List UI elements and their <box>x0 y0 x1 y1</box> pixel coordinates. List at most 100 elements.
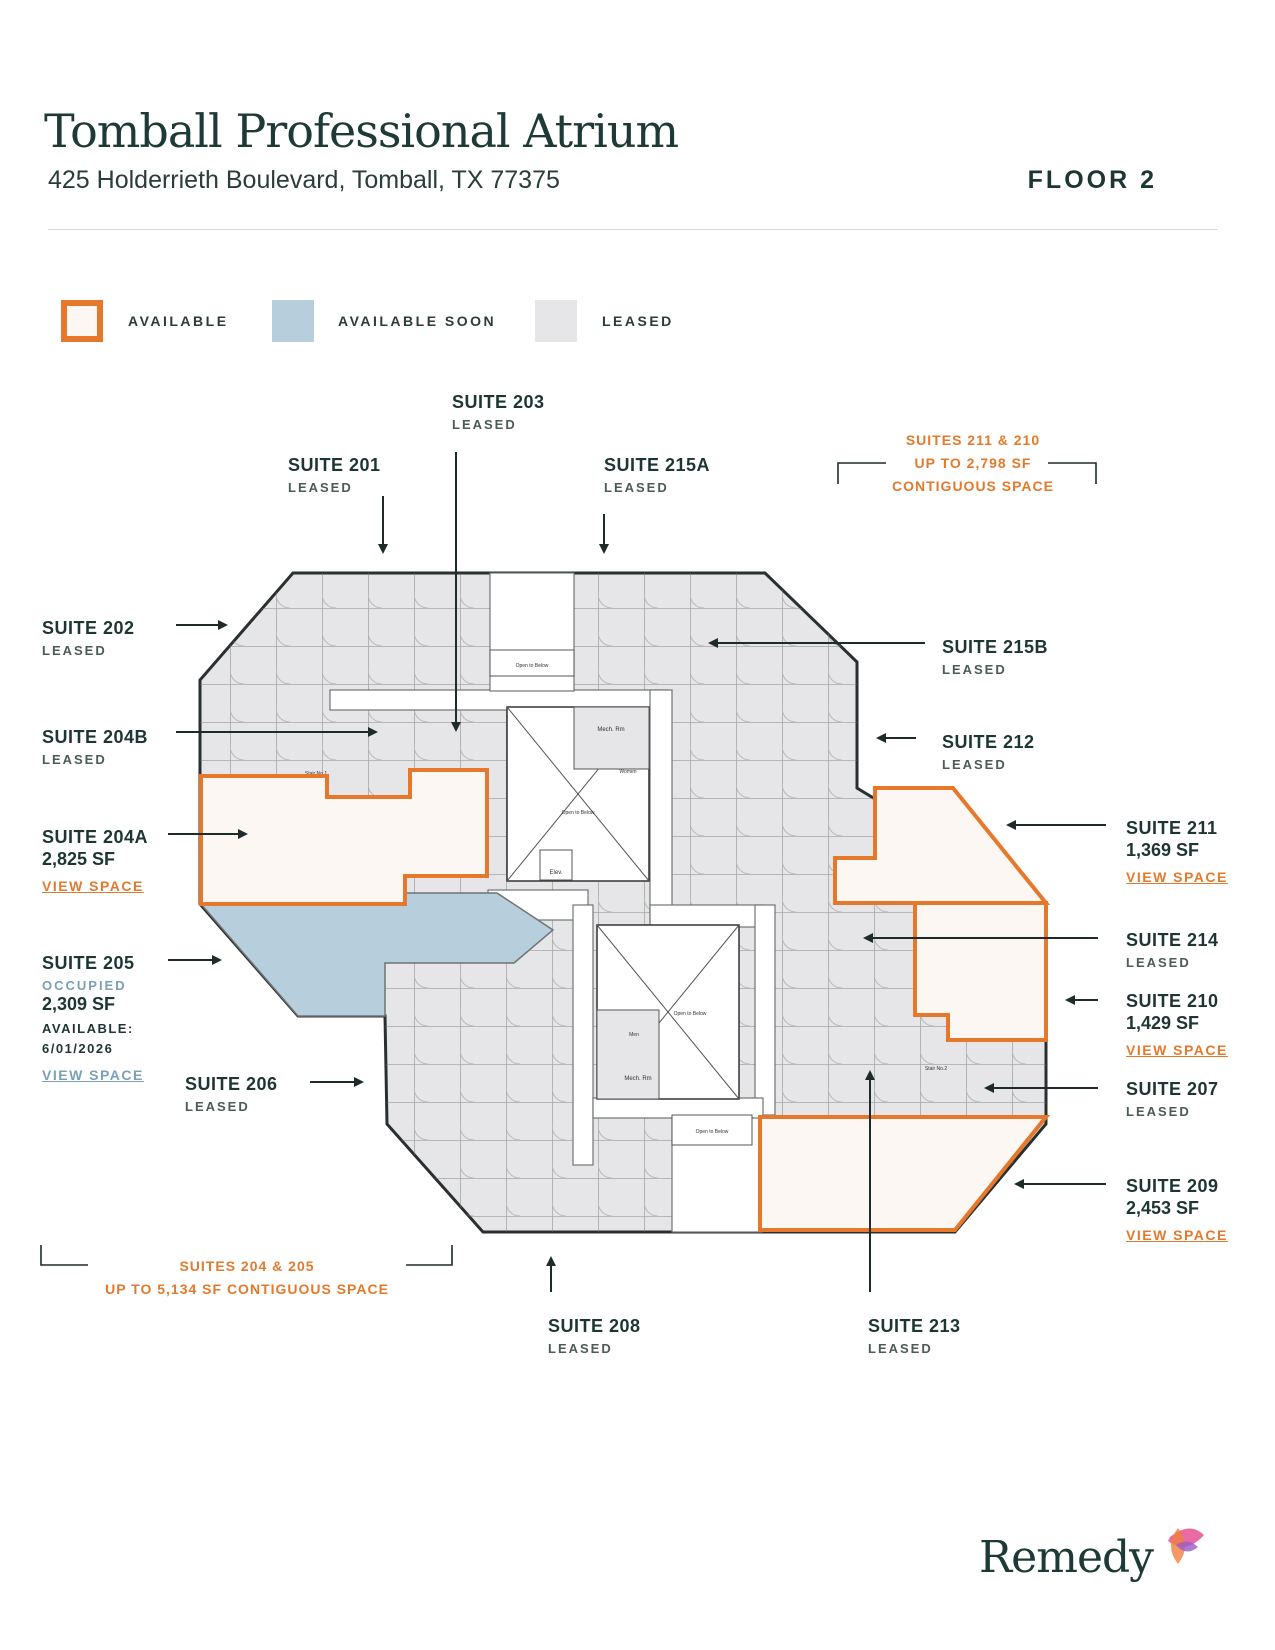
suite-square-footage: 2,825 SF <box>42 849 116 869</box>
view-space-link-210[interactable]: VIEW SPACE <box>1126 1042 1228 1058</box>
suite-square-footage: 2,309 SF <box>42 994 116 1014</box>
suite-name: SUITE 212 <box>942 732 1035 752</box>
suite-square-footage: 2,453 SF <box>1126 1198 1200 1218</box>
suite-213-label[interactable]: SUITE 213 LEASED <box>868 1316 961 1356</box>
suite-209-label[interactable]: SUITE 209 2,453 SF VIEW SPACE <box>1126 1176 1228 1245</box>
suite-212-label[interactable]: SUITE 212 LEASED <box>942 732 1035 772</box>
corridors <box>329 572 776 1233</box>
suite-pointer-arrows <box>168 452 1106 1292</box>
contiguous-note-211-210: SUITES 211 & 210 UP TO 2,798 SF CONTIGUO… <box>868 429 1078 498</box>
suite-215b-label[interactable]: SUITE 215B LEASED <box>942 637 1048 677</box>
suite-name: SUITE 215A <box>604 455 711 475</box>
legend-swatch-leased <box>535 300 577 342</box>
mens-restroom-label: Men <box>629 1032 639 1038</box>
atrium-north: Mech. Rm Women Open to Below Elev. <box>506 706 650 882</box>
stair-2-label: Stair No.2 <box>925 1066 947 1072</box>
suite-name: SUITE 204B <box>42 727 149 747</box>
suite-name: SUITE 205 <box>42 953 135 973</box>
suite-status: LEASED <box>1126 1104 1191 1119</box>
interior-walls <box>200 573 1046 1232</box>
suite-status: LEASED <box>604 480 669 495</box>
suite-name: SUITE 213 <box>868 1316 961 1336</box>
suite-status: LEASED <box>42 752 107 767</box>
suite-status: LEASED <box>942 662 1007 677</box>
contiguous-line: UP TO 2,798 SF <box>914 455 1032 471</box>
suite-name: SUITE 211 <box>1126 818 1218 838</box>
suite-square-footage: 1,369 SF <box>1126 840 1200 860</box>
contiguous-line: SUITES 211 & 210 <box>905 432 1041 448</box>
suite-status: LEASED <box>942 757 1007 772</box>
contiguous-note-204-205: SUITES 204 & 205 UP TO 5,134 SF CONTIGUO… <box>92 1255 402 1301</box>
suite-name: SUITE 201 <box>288 455 381 475</box>
suite-name: SUITE 204A <box>42 827 149 847</box>
suite-211-area[interactable] <box>833 786 1051 905</box>
contiguous-line: SUITES 204 & 205 <box>179 1258 315 1274</box>
open-below-label-top: Open to Below <box>516 663 549 669</box>
elevator-label: Elev. <box>550 870 563 876</box>
view-space-link-204a[interactable]: VIEW SPACE <box>42 878 144 894</box>
floor-label: FLOOR 2 <box>1027 166 1157 194</box>
suite-206-label[interactable]: SUITE 206 LEASED <box>185 1074 278 1114</box>
suite-204a-area[interactable] <box>199 768 489 906</box>
open-below-notches: Open to Below Open to Below Stair No.1 S… <box>305 649 947 1146</box>
legend-label-available-soon: AVAILABLE SOON <box>338 313 497 329</box>
available-date: 6/01/2026 <box>42 1041 114 1056</box>
suite-211-label[interactable]: SUITE 211 1,369 SF VIEW SPACE <box>1126 818 1228 887</box>
suite-210-label[interactable]: SUITE 210 1,429 SF VIEW SPACE <box>1126 991 1228 1060</box>
suite-202-label[interactable]: SUITE 202 LEASED <box>42 618 135 658</box>
suite-205-label[interactable]: SUITE 205 OCCUPIED 2,309 SF AVAILABLE: 6… <box>42 953 144 1085</box>
suite-215a-label[interactable]: SUITE 215A LEASED <box>604 455 710 495</box>
womens-restroom-label: Women <box>619 769 636 775</box>
legend-label-available: AVAILABLE <box>128 313 229 329</box>
suite-214-label[interactable]: SUITE 214 LEASED <box>1126 930 1219 970</box>
atrium-south: Men Mech. Rm Open to Below <box>596 924 740 1100</box>
open-below-label-north: Open to Below <box>562 810 595 816</box>
suite-207-label[interactable]: SUITE 207 LEASED <box>1126 1079 1219 1119</box>
suite-name: SUITE 209 <box>1126 1176 1219 1196</box>
suite-209-area[interactable] <box>758 1115 1051 1232</box>
suite-status: LEASED <box>42 643 107 658</box>
mech-room-label-north: Mech. Rm <box>597 727 624 733</box>
suite-203-label[interactable]: SUITE 203 LEASED <box>452 392 545 432</box>
suite-status: LEASED <box>868 1341 933 1356</box>
open-below-label-bottom: Open to Below <box>696 1129 729 1135</box>
bracket-west <box>40 1245 453 1266</box>
legend-swatch-available <box>61 300 103 342</box>
suite-204b-label[interactable]: SUITE 204B LEASED <box>42 727 148 767</box>
header-divider <box>48 229 1218 230</box>
suite-name: SUITE 214 <box>1126 930 1219 950</box>
contiguous-line: UP TO 5,134 SF CONTIGUOUS SPACE <box>105 1281 389 1297</box>
suite-square-footage: 1,429 SF <box>1126 1013 1200 1033</box>
view-space-link-211[interactable]: VIEW SPACE <box>1126 869 1228 885</box>
open-below-label-south: Open to Below <box>674 1011 707 1017</box>
suite-status: LEASED <box>548 1341 613 1356</box>
suite-status: LEASED <box>185 1099 250 1114</box>
page-title: Tomball Professional Atrium <box>44 104 679 158</box>
suite-name: SUITE 206 <box>185 1074 278 1094</box>
suite-status: OCCUPIED <box>42 978 127 993</box>
legend-swatch-available-soon <box>272 300 314 342</box>
suite-208-label[interactable]: SUITE 208 LEASED <box>548 1316 641 1356</box>
bracket-east <box>837 462 1097 484</box>
legend-label-leased: LEASED <box>602 313 674 329</box>
view-space-link-205[interactable]: VIEW SPACE <box>42 1067 144 1083</box>
suite-201-label[interactable]: SUITE 201 LEASED <box>288 455 381 495</box>
building-address: 425 Holderrieth Boulevard, Tomball, TX 7… <box>48 166 560 194</box>
mech-room-label-south: Mech. Rm <box>624 1076 651 1082</box>
suite-name: SUITE 202 <box>42 618 135 638</box>
available-label: AVAILABLE: <box>42 1021 134 1036</box>
remedy-logo[interactable]: Remedy <box>979 1532 1154 1583</box>
suite-name: SUITE 210 <box>1126 991 1219 1011</box>
suite-name: SUITE 203 <box>452 392 545 412</box>
suite-status: LEASED <box>1126 955 1191 970</box>
remedy-logo-mark <box>1168 1528 1204 1564</box>
suite-name: SUITE 215B <box>942 637 1049 657</box>
suite-status: LEASED <box>452 417 517 432</box>
suite-204a-label[interactable]: SUITE 204A 2,825 SF VIEW SPACE <box>42 827 148 896</box>
contiguous-line: CONTIGUOUS SPACE <box>892 478 1054 494</box>
suite-name: SUITE 208 <box>548 1316 641 1336</box>
view-space-link-209[interactable]: VIEW SPACE <box>1126 1227 1228 1243</box>
suite-status: LEASED <box>288 480 353 495</box>
suite-name: SUITE 207 <box>1126 1079 1219 1099</box>
